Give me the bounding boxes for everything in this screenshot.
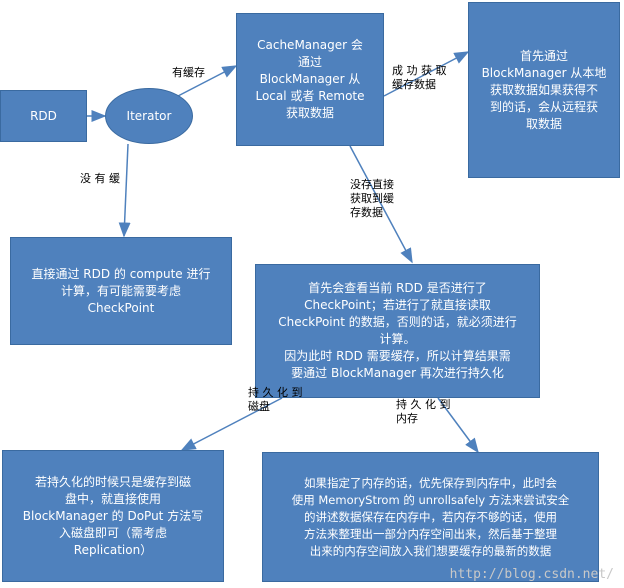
disk-line: 入磁盘即可（需考虑 <box>58 525 167 540</box>
edge-label-fetch-fail-line: 没存直接 <box>350 178 394 191</box>
edge-label-persist-disk: 持 久 化 到 磁盘 <box>248 386 303 414</box>
block-manager-line: 到的话，会从远程获 <box>489 99 598 114</box>
memory-node: 如果指定了内存的话，优先保存到内存中，此时会 使用 MemoryStrom 的 … <box>262 452 599 582</box>
edge-label-persist-memory-line: 内存 <box>396 412 418 425</box>
memory-line: 出来的内存空间放入我们想要缓存的最新的数据 <box>309 543 552 558</box>
block-manager-line: BlockManager 从本地 <box>481 65 607 80</box>
arrow-checkpoint-to-memory <box>437 397 479 454</box>
rdd-node-label: RDD <box>30 108 57 123</box>
arrow-iterator-to-compute <box>118 143 131 238</box>
disk-line: BlockManager 的 DoPut 方法写 <box>22 508 204 523</box>
disk-node: 若持久化的时候只是缓存到磁 盘中，就直接使用 BlockManager 的 Do… <box>2 450 224 582</box>
disk-line: Replication） <box>73 542 153 557</box>
edge-label-persist-disk-line: 持 久 化 到 <box>248 386 303 399</box>
memory-line: 如果指定了内存的话，优先保存到内存中，此时会 <box>304 475 557 490</box>
cache-manager-node: CacheManager 会 通过 BlockManager 从 Local 或… <box>236 13 384 146</box>
checkpoint-line: 计算。 <box>379 332 416 346</box>
cache-manager-line: CacheManager 会 <box>257 38 363 52</box>
memory-line: 方法来整理出一部分内存空间出来，然后基于整理 <box>304 526 557 541</box>
edge-label-fetch-success-line: 成 功 获 取 <box>392 64 447 77</box>
edge-label-fetch-fail-line: 获取到缓 <box>350 192 394 205</box>
arrow-iterator-to-cachemanager <box>177 65 238 97</box>
arrow-checkpoint-to-disk <box>180 397 283 451</box>
cache-manager-line: 通过 <box>297 55 322 69</box>
cache-manager-line: Local 或者 Remote <box>255 89 365 103</box>
edge-label-persist-disk-line: 磁盘 <box>248 400 270 413</box>
memory-line: 的讲述数据保存在内存中，若内存不够的话，使用 <box>304 509 557 524</box>
edge-label-persist-memory: 持 久 化 到 内存 <box>396 398 451 426</box>
block-manager-local-node: 首先通过 BlockManager 从本地 获取数据如果获得不 到的话，会从远程… <box>468 2 620 178</box>
checkpoint-line: CheckPoint；若进行了就直接读取 <box>304 298 491 312</box>
compute-line: 计算，有可能需要考虑 <box>60 283 181 298</box>
edge-label-fetch-success: 成 功 获 取 缓存数据 <box>392 64 447 92</box>
checkpoint-line: 因为此时 RDD 需要缓存，所以计算结果需 <box>284 349 511 363</box>
cache-manager-line: BlockManager 从 <box>259 72 361 86</box>
block-manager-line: 首先通过 <box>519 48 568 63</box>
compute-node: 直接通过 RDD 的 compute 进行 计算，有可能需要考虑 CheckPo… <box>10 237 232 345</box>
edge-label-fetch-success-line: 缓存数据 <box>392 78 436 91</box>
rdd-node: RDD <box>0 90 87 142</box>
compute-line: CheckPoint <box>87 300 155 315</box>
checkpoint-line: CheckPoint 的数据，否则的话，就必须进行 <box>278 315 517 329</box>
checkpoint-line: 要通过 BlockManager 再次进行持久化 <box>291 366 504 380</box>
edge-label-cached: 有缓存 <box>172 66 205 79</box>
cache-manager-line: 获取数据 <box>285 106 334 120</box>
disk-line: 若持久化的时候只是缓存到磁 <box>34 474 191 489</box>
arrow-cachemanager-to-blockmanager <box>383 51 470 97</box>
memory-line: 使用 MemoryStrom 的 unrollsafely 方法来尝试安全 <box>291 492 570 507</box>
checkpoint-node: 首先会查看当前 RDD 是否进行了 CheckPoint；若进行了就直接读取 C… <box>255 264 540 398</box>
block-manager-line: 获取数据如果获得不 <box>489 82 598 97</box>
checkpoint-line: 首先会查看当前 RDD 是否进行了 <box>308 281 487 295</box>
edge-label-not-cached: 没 有 缓 <box>80 172 120 185</box>
iterator-node-label: Iterator <box>126 109 172 123</box>
block-manager-line: 取数据 <box>525 116 562 131</box>
edge-label-fetch-fail: 没存直接 获取到缓 存数据 <box>350 178 394 220</box>
disk-line: 盘中，就直接使用 <box>64 491 161 506</box>
edge-label-fetch-fail-line: 存数据 <box>350 206 383 219</box>
arrow-cachemanager-to-checkpoint <box>349 145 413 264</box>
compute-line: 直接通过 RDD 的 compute 进行 <box>31 266 211 281</box>
watermark: http://blog.csdn.net/ <box>449 567 614 582</box>
edge-label-persist-memory-line: 持 久 化 到 <box>396 398 451 411</box>
iterator-node: Iterator <box>105 88 193 144</box>
